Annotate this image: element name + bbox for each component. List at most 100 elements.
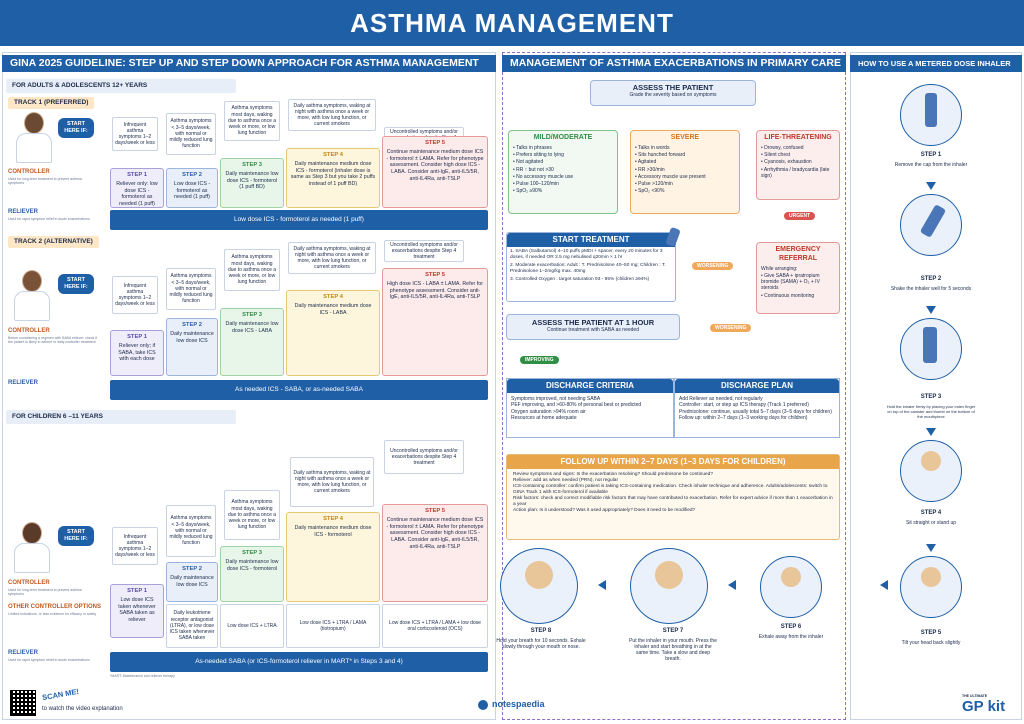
assess-1-hour-box: ASSESS THE PATIENT AT 1 HOUR Continue tr… <box>506 314 680 340</box>
track1-controller-label: CONTROLLER <box>8 169 50 175</box>
children-trigger-4: Daily asthma symptoms, waking at night w… <box>290 457 374 507</box>
brand-name: notespaedia <box>492 699 545 709</box>
left-panel-header: GINA 2025 GUIDELINE: STEP UP AND STEP DO… <box>2 55 496 72</box>
doctor-body-icon <box>14 291 50 321</box>
assess-patient-box: ASSESS THE PATIENT Grade the severity ba… <box>590 80 756 106</box>
page-title: ASTHMA MANAGEMENT <box>0 0 1024 46</box>
children-other-option-5: Low dose ICS + LTRA / LAMA + low dose or… <box>382 604 488 648</box>
doctor-body-icon <box>14 543 50 573</box>
inhaler-step-8-illustration <box>500 548 578 624</box>
discharge-plan-box: DISCHARGE PLAN Add Reliever as needed, n… <box>674 378 840 438</box>
doctor-avatar-icon <box>22 270 42 292</box>
emergency-referral-box: EMERGENCY REFERRAL While arranging: Give… <box>756 242 840 314</box>
qr-code-icon[interactable] <box>10 690 36 716</box>
urgent-label: URGENT <box>784 212 816 221</box>
worsening-label-2: WORSENING <box>710 324 752 333</box>
scan-me-text: to watch the video explanation <box>42 706 123 712</box>
inhaler-step-2-illustration <box>900 194 962 256</box>
arrow-left-icon <box>728 580 736 590</box>
discharge-criteria-box: DISCHARGE CRITERIA Symptoms improved, no… <box>506 378 674 438</box>
track1-trigger-3: Asthma symptoms most days, waking due to… <box>224 101 280 141</box>
track2-reliever-label: RELIEVER <box>8 380 39 386</box>
track2-trigger-5: Uncontrolled symptoms and/or exacerbatio… <box>384 240 464 262</box>
inhaler-step-3-illustration <box>900 318 962 380</box>
middle-panel <box>502 52 846 720</box>
improving-label: IMPROVING <box>520 356 559 365</box>
track2-trigger-1: Infrequent asthma symptoms 1–2 days/week… <box>112 276 158 314</box>
children-trigger-3: Asthma symptoms most days, waking due to… <box>224 490 280 540</box>
inhaler-step-5-illustration <box>900 556 962 618</box>
start-here-bubble: START HERE IF: <box>58 118 94 138</box>
start-treatment-box: START TREATMENT 1. SABA (Salbutamol) 4–1… <box>506 232 676 302</box>
track2-trigger-3: Asthma symptoms most days, waking due to… <box>224 249 280 291</box>
doctor-avatar-icon <box>24 112 44 134</box>
children-reliever-bar: As-needed SABA (or ICS-formoterol reliev… <box>110 652 488 672</box>
track1-label: TRACK 1 (PREFERRED) <box>8 97 95 110</box>
children-controller-note: Used for long-term treatment to prevent … <box>8 588 82 597</box>
track1-controller-note: Used for long-term treatment to prevent … <box>8 177 82 186</box>
follow-up-box: FOLLOW UP WITHIN 2–7 DAYS (1–3 DAYS FOR … <box>506 454 840 540</box>
track2-trigger-2: Asthma symptoms < 3–5 days/week, with no… <box>166 268 216 310</box>
children-other-option-2: Daily leukotriene receptor antagonist (L… <box>166 604 218 648</box>
inhaler-step-1-illustration <box>900 84 962 146</box>
children-other-option-4: Low dose ICS + LTRA / LAMA (tiotropium) <box>286 604 380 648</box>
track1-reliever-note: Used for rapid symptom relief in acute e… <box>8 217 90 221</box>
inhaler-step-4-illustration <box>900 440 962 502</box>
track1-trigger-2: Asthma symptoms < 3–5 days/week, with no… <box>166 113 216 155</box>
start-here-bubble: START HERE IF: <box>58 526 94 546</box>
inhaler-step-7-illustration <box>630 548 708 624</box>
severe-box: SEVERE Talks in wordsSits hunched forwar… <box>630 130 740 214</box>
track2-controller-note: Before considering a regimen with SABA r… <box>8 336 98 345</box>
right-panel-header: HOW TO USE A METERED DOSE INHALER <box>850 55 1022 72</box>
arrow-down-icon <box>926 544 936 552</box>
gp-kit-logo: GP kit <box>962 698 1006 715</box>
children-other-option-3: Low dose ICS + LTRA <box>220 604 284 648</box>
children-controller-label: CONTROLLER <box>8 580 50 586</box>
arrow-down-icon <box>926 306 936 314</box>
track1-trigger-4: Daily asthma symptoms, waking at night w… <box>288 99 376 131</box>
track2-label: TRACK 2 (ALTERNATIVE) <box>8 236 99 249</box>
children-section-heading: FOR CHILDREN 6 –11 YEARS <box>6 410 236 425</box>
doctor-body-icon <box>16 133 52 163</box>
track2-reliever-bar: As needed ICS - SABA, or as-needed SABA <box>110 380 488 400</box>
children-other-note: Limited indications, or less evidence fo… <box>8 612 97 616</box>
doctor-avatar-icon <box>22 522 42 544</box>
arrow-left-icon <box>880 580 888 590</box>
adults-section-heading: FOR ADULTS & ADOLESCENTS 12+ YEARS <box>6 79 236 94</box>
track2-controller-label: CONTROLLER <box>8 328 50 334</box>
worsening-label: WORSENING <box>692 262 734 271</box>
track2-trigger-4: Daily asthma symptoms, waking at night w… <box>288 242 376 274</box>
arrow-down-icon <box>926 428 936 436</box>
arrow-left-icon <box>598 580 606 590</box>
children-other-label: OTHER CONTROLLER OPTIONS <box>8 604 101 610</box>
mild-moderate-box: MILD/MODERATE Talks in phrasesPrefers si… <box>508 130 618 214</box>
gp-kit-small: THE ULTIMATE <box>962 694 988 698</box>
track1-trigger-1: Infrequent asthma symptoms 1–2 days/week… <box>112 117 158 151</box>
children-trigger-1: Infrequent asthma symptoms 1–2 days/week… <box>112 527 158 565</box>
right-panel <box>850 52 1022 720</box>
track1-reliever-label: RELIEVER <box>8 209 39 215</box>
children-trigger-2: Asthma symptoms < 3–5 days/week, with no… <box>166 505 216 557</box>
children-reliever-note: Used for rapid symptom relief in acute e… <box>8 658 90 662</box>
start-here-bubble: START HERE IF: <box>58 274 94 294</box>
left-panel <box>2 52 496 720</box>
middle-panel-header: MANAGEMENT OF ASTHMA EXACERBATIONS IN PR… <box>502 55 846 72</box>
inhaler-step-6-illustration <box>760 556 822 618</box>
